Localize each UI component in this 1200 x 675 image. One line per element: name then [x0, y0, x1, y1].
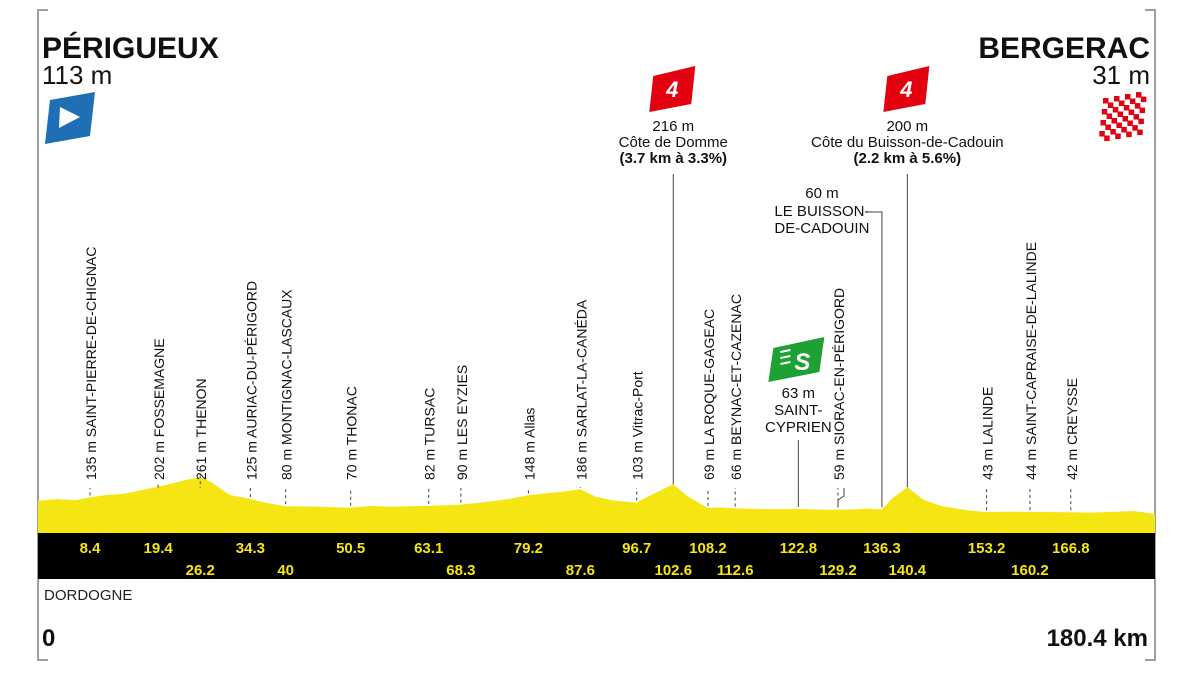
waypoint-name: 148 m Allas: [521, 408, 537, 480]
km-label: 63.1: [414, 540, 443, 557]
distance-end: 180.4 km: [1047, 625, 1148, 652]
waypoint-km-19.4: 202 m FOSSEMAGNE 19.4: [144, 338, 174, 557]
start-flag-icon: [45, 92, 95, 144]
waypoint-km-102.6: 102.6: [655, 562, 693, 579]
km-label: 68.3: [446, 562, 475, 579]
climb-label: (2.2 km à 5.6%): [854, 150, 962, 167]
km-band: [38, 533, 1155, 579]
siorac-connector: [837, 488, 845, 508]
waypoint-name: 135 m SAINT-PIERRE-DE-CHIGNAC: [83, 247, 99, 480]
climb-label: (3.7 km à 3.3%): [619, 150, 727, 167]
km-label: 26.2: [186, 562, 215, 579]
distance-start: 0: [42, 625, 55, 652]
climb-label: 216 m: [652, 118, 694, 135]
frame-border: [37, 9, 1156, 661]
km-label: 166.8: [1052, 540, 1090, 557]
waypoint-name: 202 m FOSSEMAGNE: [151, 338, 167, 480]
waypoint-km-112.6: 66 m BEYNAC-ET-CAZENAC 112.6: [717, 294, 754, 579]
sprint-label: S: [794, 349, 810, 376]
start-town: PÉRIGUEUX: [42, 31, 219, 65]
km-label: 108.2: [689, 540, 727, 557]
waypoint-km-166.8: 42 m CREYSSE 166.8: [1052, 378, 1090, 557]
km-label: 8.4: [80, 540, 102, 557]
waypoint-name: 44 m SAINT-CAPRAISE-DE-LALINDE: [1023, 242, 1039, 480]
waypoint-km-50.5: 70 m THONAC 50.5: [336, 386, 365, 557]
waypoint-km-122.8: 122.8: [780, 540, 818, 557]
km-label: 140.4: [889, 562, 927, 579]
waypoint-name: 261 m THENON: [193, 378, 209, 480]
waypoint-km-160.2: 44 m SAINT-CAPRAISE-DE-LALINDE 160.2: [1011, 242, 1049, 579]
waypoint-km-96.7: 103 m Vitrac-Port 96.7: [622, 371, 651, 557]
waypoint-km-87.6: 186 m SARLAT-LA-CANÉDA 87.6: [566, 299, 595, 579]
waypoint-name: 42 m CREYSSE: [1064, 378, 1080, 480]
finish-altitude: 31 m: [1092, 60, 1150, 90]
waypoint-km-34.3: 125 m AURIAC-DU-PÉRIGORD 34.3: [236, 281, 265, 557]
waypoint-name: 43 m LALINDE: [980, 387, 996, 480]
buisson-label: DE-CADOUIN: [774, 220, 869, 237]
waypoint-km-63.1: 82 m TURSAC 63.1: [414, 388, 443, 557]
waypoint-name: 186 m SARLAT-LA-CANÉDA: [573, 299, 589, 480]
waypoint-km-136.3: 136.3: [863, 540, 901, 557]
finish-town: BERGERAC: [978, 32, 1150, 65]
waypoint-name: 59 m SIORAC-EN-PÉRIGORD: [831, 288, 847, 480]
waypoint-km-40: 80 m MONTIGNAC-LASCAUX 40: [277, 289, 294, 579]
waypoint-km-79.2: 148 m Allas 79.2: [514, 408, 543, 557]
climb-category: 4: [899, 77, 912, 102]
waypoint-km-153.2: 43 m LALINDE 153.2: [968, 387, 1006, 557]
climb-label: 200 m: [886, 118, 928, 135]
waypoint-name: 66 m BEYNAC-ET-CAZENAC: [728, 294, 744, 480]
waypoint-name: 69 m LA ROQUE-GAGEAC: [701, 309, 717, 480]
km-label: 136.3: [863, 540, 901, 557]
km-label: 79.2: [514, 540, 543, 557]
km-label: 19.4: [144, 540, 174, 557]
km-label: 34.3: [236, 540, 265, 557]
sprint-s-icon: S: [768, 337, 825, 382]
waypoint-name: 90 m LES EYZIES: [454, 365, 470, 480]
waypoint-name: 125 m AURIAC-DU-PÉRIGORD: [243, 281, 259, 480]
km-label: 50.5: [336, 540, 365, 557]
km-label: 102.6: [655, 562, 693, 579]
waypoint-name: 103 m Vitrac-Port: [630, 371, 646, 480]
km-label: 122.8: [780, 540, 818, 557]
km-label: 96.7: [622, 540, 651, 557]
finish-flag-icon: [1098, 90, 1150, 142]
km-label: 153.2: [968, 540, 1006, 557]
waypoint-km-26.2: 261 m THENON 26.2: [186, 378, 215, 579]
sprint-town: CYPRIEN: [765, 419, 832, 436]
waypoint-km-140.4: 140.4: [889, 562, 927, 579]
buisson-label: LE BUISSON-: [774, 203, 869, 220]
climb-category-flag-icon: 4: [649, 66, 696, 112]
climb-label: Côte du Buisson-de-Cadouin: [811, 134, 1004, 151]
waypoint-name: 80 m MONTIGNAC-LASCAUX: [279, 289, 295, 480]
waypoint-name: 82 m TURSAC: [422, 388, 438, 480]
waypoint-name: 70 m THONAC: [344, 386, 360, 480]
start-altitude: 113 m: [42, 60, 112, 90]
sprint-town: 63 m: [782, 385, 815, 402]
climb-category: 4: [665, 77, 678, 102]
waypoint-km-68.3: 90 m LES EYZIES 68.3: [446, 365, 475, 579]
buisson-de-cadouin-marker: 60 mLE BUISSON-DE-CADOUIN: [774, 185, 883, 508]
buisson-label: 60 m: [805, 185, 838, 202]
climb-label: Côte de Domme: [619, 134, 728, 151]
km-label: 40: [277, 562, 294, 579]
km-label: 87.6: [566, 562, 595, 579]
waypoint-km-8.4: 135 m SAINT-PIERRE-DE-CHIGNAC 8.4: [80, 247, 102, 557]
km-label: 112.6: [717, 562, 754, 579]
region-label: DORDOGNE: [44, 587, 132, 604]
climb-category-flag-icon: 4: [883, 66, 930, 112]
waypoint-km-129.2: 59 m SIORAC-EN-PÉRIGORD 129.2: [819, 288, 857, 579]
elevation-profile: [38, 477, 1155, 533]
sprint-town: SAINT-: [774, 402, 822, 419]
waypoint-km-108.2: 69 m LA ROQUE-GAGEAC 108.2: [689, 309, 727, 557]
km-label: 129.2: [819, 562, 857, 579]
km-label: 160.2: [1011, 562, 1049, 579]
